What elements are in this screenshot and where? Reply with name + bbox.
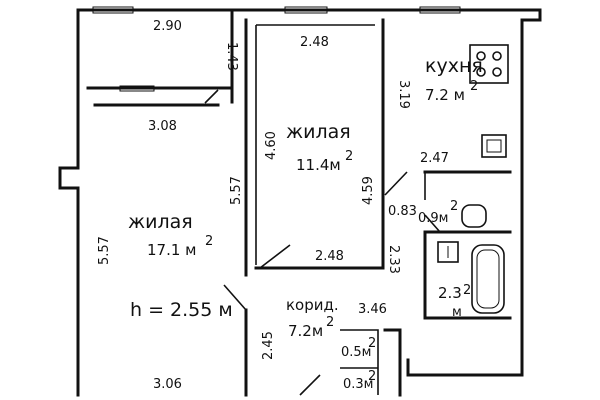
- window-small-room: [284, 6, 328, 14]
- closet-right-wall: [383, 328, 402, 397]
- corridor-area-sup: 2: [326, 315, 334, 330]
- closet-a-area: 0.5м: [341, 345, 371, 360]
- kitchen-name: кухня: [425, 55, 483, 77]
- ceiling-height: h = 2.55 м: [130, 299, 233, 321]
- large-room-area: 17.1 м: [147, 241, 196, 259]
- toilet-door: [424, 214, 441, 233]
- corridor-area: 7.2м: [288, 322, 323, 340]
- closet-b-area: 0.3м: [343, 377, 373, 392]
- right-wall: [520, 8, 542, 362]
- dim-small-room-left: 4.60: [264, 131, 279, 160]
- closet-outline: [340, 329, 379, 395]
- toilet-area: 0.9м: [418, 211, 448, 226]
- stove-icon: [469, 44, 509, 84]
- dim-small-room-bottom: 2.48: [315, 249, 344, 264]
- doors: [204, 89, 441, 396]
- kitchen-sink-basin-icon: [486, 139, 502, 153]
- bath-area-unit: м: [452, 305, 462, 320]
- dim-corridor-right: 3.46: [358, 302, 387, 317]
- fixtures: [437, 44, 509, 314]
- stove-burner-icon: [476, 51, 486, 61]
- small-room-name: жилая: [286, 121, 351, 143]
- dim-large-room-top: 3.08: [148, 119, 177, 134]
- dim-kitchen-left: 3.19: [396, 80, 411, 109]
- bath-area: 2.3: [438, 284, 462, 302]
- toilet-icon: [461, 204, 487, 228]
- kitchen-area: 7.2 м: [425, 86, 465, 104]
- left-wall: [58, 8, 80, 397]
- dim-corridor-left: 2.45: [261, 331, 276, 360]
- interior-walls: [86, 8, 512, 397]
- room-labels: жилая 17.1 м 2 жилая 11.4м 2 кухня 7.2 м…: [128, 55, 483, 392]
- dim-kitchen-bottom: 2.47: [420, 151, 449, 166]
- small-room-door: [259, 244, 291, 269]
- entrance-door: [299, 374, 321, 396]
- bath-area-sup: 2: [463, 283, 471, 298]
- dim-large-room-right: 5.57: [229, 176, 244, 205]
- outer-walls: [58, 8, 542, 397]
- kitchen-door: [384, 171, 408, 196]
- stove-burner-icon: [492, 51, 502, 61]
- bathtub-inner-icon: [476, 249, 500, 309]
- closet-b-area-sup: 2: [368, 369, 376, 384]
- stove-burner-icon: [492, 67, 502, 77]
- windows: [92, 6, 461, 92]
- dim-large-room-left: 5.57: [97, 236, 112, 265]
- balcony-door: [204, 89, 219, 104]
- kitchen-area-sup: 2: [470, 79, 478, 94]
- stove-burner-icon: [476, 67, 486, 77]
- corridor-name: корид.: [286, 296, 339, 314]
- dimension-labels: 2.90 1.43 3.08 5.57 5.57 3.06 2.48 4.60 …: [97, 19, 449, 392]
- dim-toilet-width: 0.83: [388, 204, 417, 219]
- kitchen-sink-icon: [481, 134, 507, 158]
- window-balcony: [92, 6, 134, 14]
- large-room-name: жилая: [128, 211, 193, 233]
- bathtub-icon: [471, 244, 505, 314]
- toilet-area-sup: 2: [450, 199, 458, 214]
- small-room-area: 11.4м: [296, 156, 341, 174]
- large-room-door: [223, 284, 247, 311]
- dim-small-room-right: 4.59: [361, 176, 376, 205]
- dim-large-room-bottom: 3.06: [153, 377, 182, 392]
- small-room-area-sup: 2: [345, 149, 353, 164]
- dim-small-room-top: 2.48: [300, 35, 329, 50]
- dim-balcony-depth: 1.43: [224, 42, 239, 71]
- bottom-right-wall: [406, 358, 524, 377]
- dim-bath-left: 2.33: [386, 245, 401, 274]
- closet-a-area-sup: 2: [368, 336, 376, 351]
- large-room-area-sup: 2: [205, 234, 213, 249]
- window-kitchen: [419, 6, 461, 14]
- dim-balcony-width: 2.90: [153, 19, 182, 34]
- bath-sink-icon: [437, 241, 459, 263]
